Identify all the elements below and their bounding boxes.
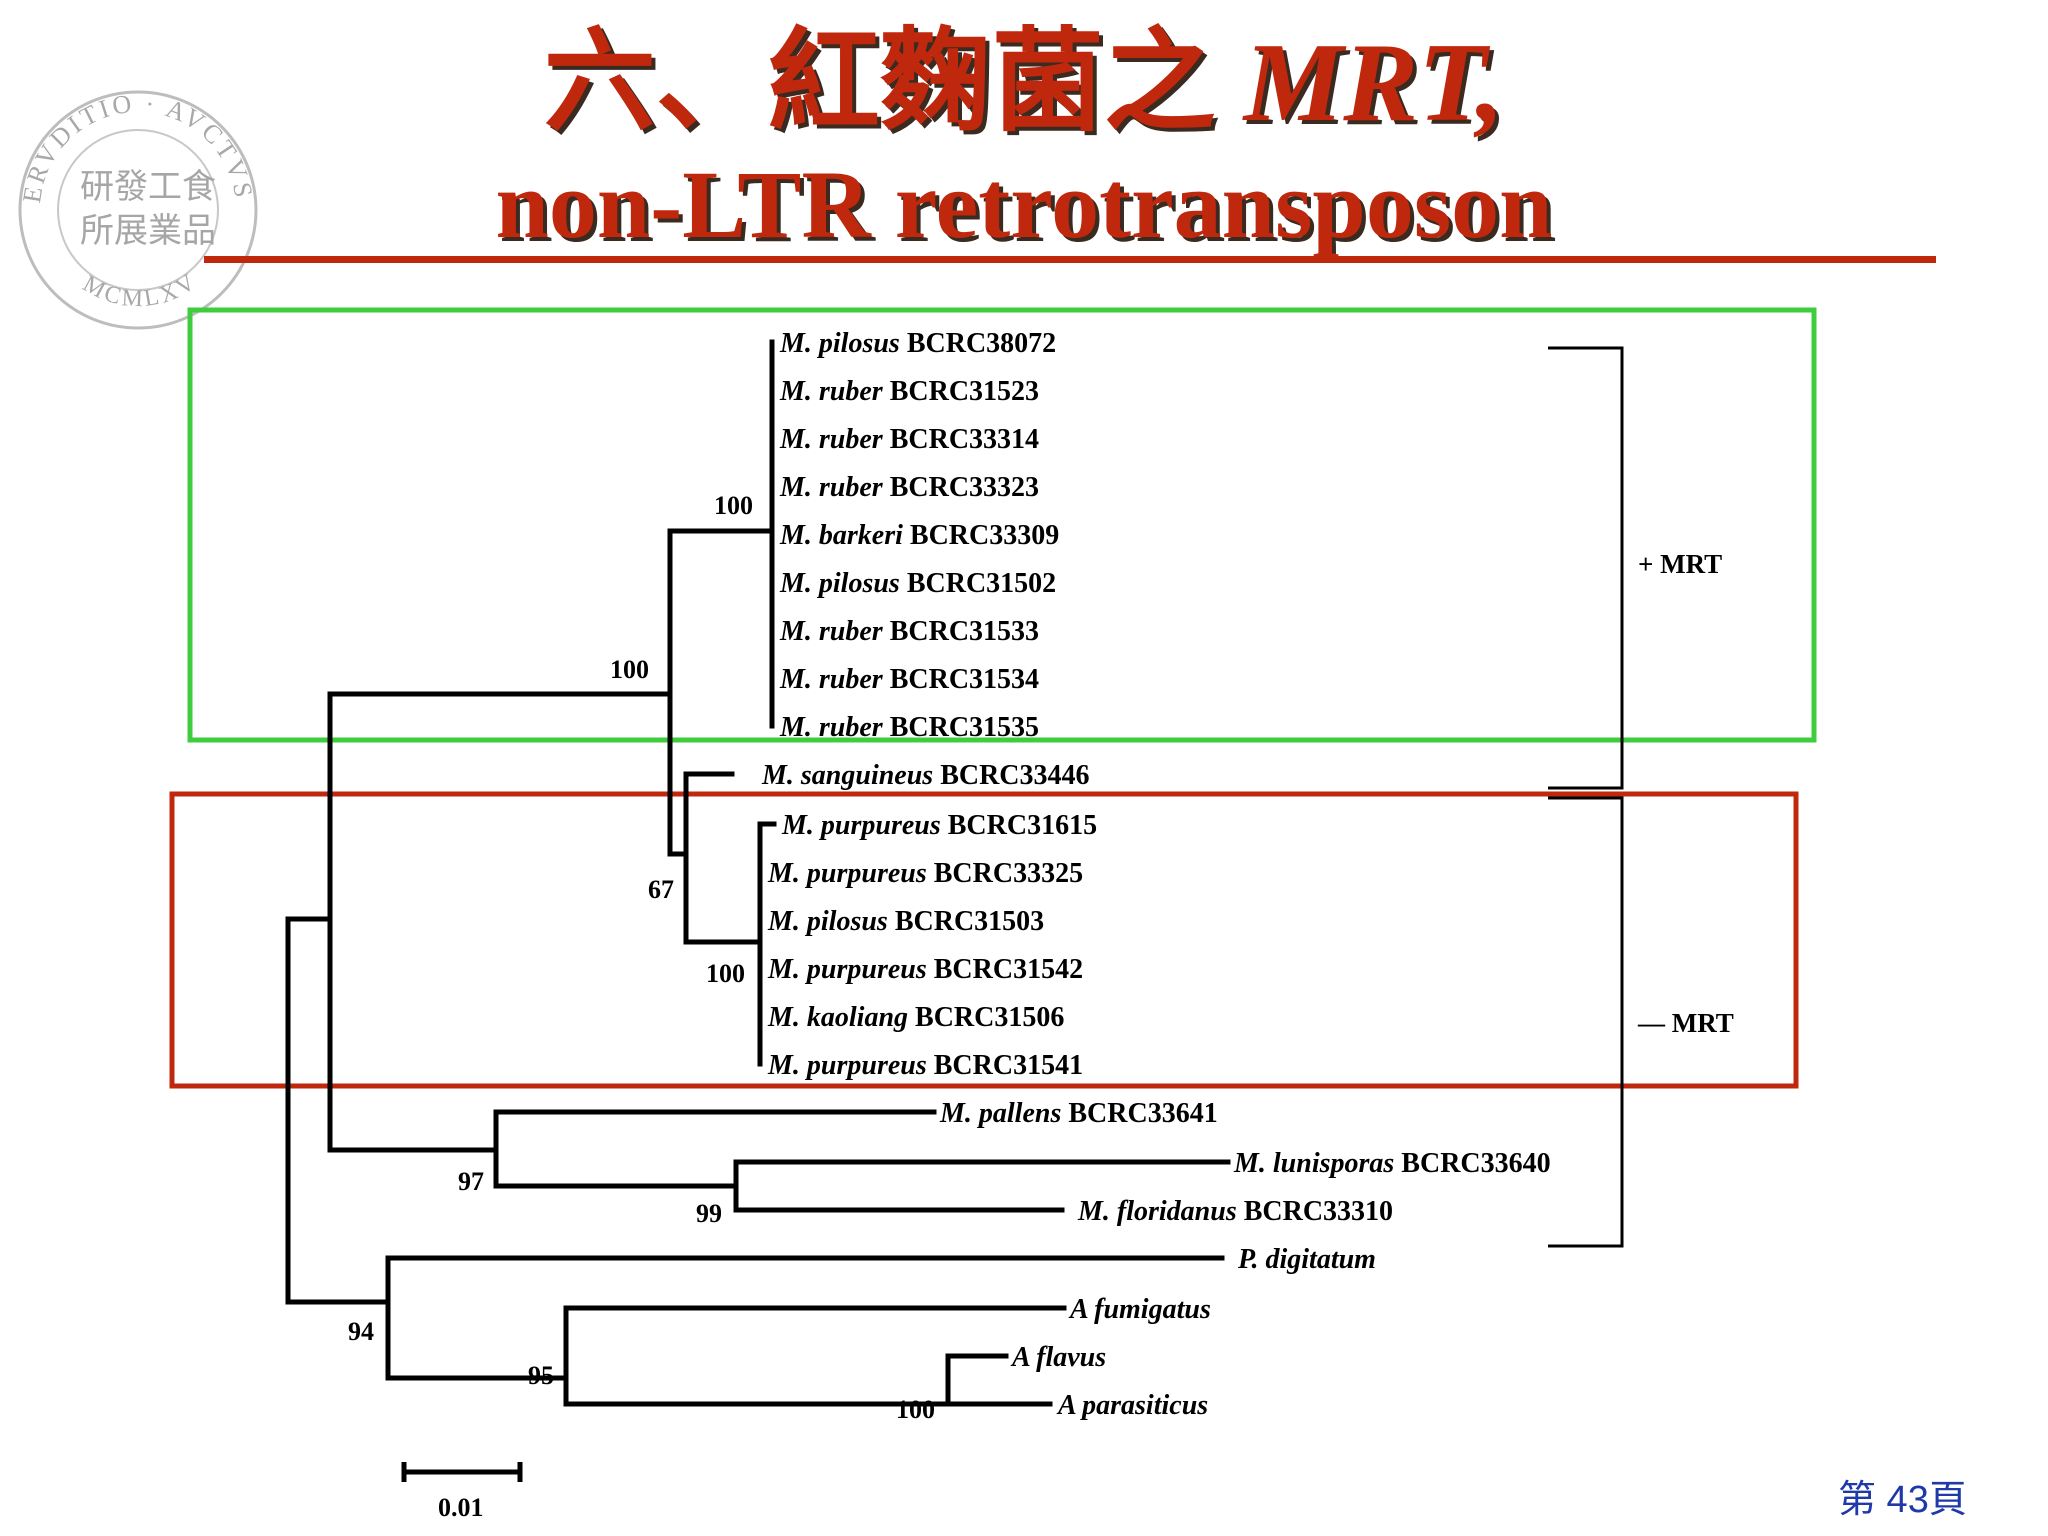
- bootstrap-value: 100: [896, 1395, 935, 1424]
- minus-mrt-highlight-box: [169, 791, 1799, 1089]
- taxon-label: A flavus: [1010, 1342, 1106, 1373]
- bootstrap-value: 99: [696, 1199, 722, 1228]
- seal-character: 業: [148, 211, 182, 251]
- taxon-label: M. floridanus BCRC33310: [1077, 1196, 1393, 1227]
- seal-character: 食: [182, 167, 216, 207]
- plus-mrt-highlight-box: [187, 307, 1817, 743]
- taxon-label: M. pilosus BCRC31503: [767, 906, 1044, 937]
- taxon-label: M. barkeri BCRC33309: [779, 520, 1059, 551]
- slide-title-line2: non-LTR retrotransposon: [495, 151, 1553, 258]
- seal-character: 所: [80, 211, 114, 251]
- taxon-label: M. pilosus BCRC31502: [779, 568, 1056, 599]
- seal-character: 工: [148, 167, 182, 207]
- seal-character: 品: [182, 211, 216, 251]
- taxon-label: M. ruber BCRC31523: [779, 376, 1039, 407]
- scale-bar-label: 0.01: [438, 1493, 484, 1522]
- seal-character: 研: [80, 167, 114, 207]
- taxon-label: M. sanguineus BCRC33446: [761, 760, 1090, 791]
- taxon-label: M. purpureus BCRC31541: [767, 1050, 1083, 1081]
- minus-mrt-label: — MRT: [1637, 1008, 1734, 1038]
- taxon-label: M. purpureus BCRC31615: [781, 810, 1097, 841]
- taxon-label: M. ruber BCRC31534: [779, 664, 1039, 695]
- plus-mrt-bracket: [1548, 346, 1624, 790]
- bootstrap-value: 100: [714, 491, 753, 520]
- title-prefix: 六、紅麴菌之: [543, 21, 1244, 145]
- minus-mrt-bracket: [1548, 796, 1624, 1248]
- taxon-label: M. pallens BCRC33641: [939, 1098, 1218, 1129]
- taxon-label: M. lunisporas BCRC33640: [1233, 1148, 1551, 1179]
- bootstrap-value: 94: [348, 1317, 374, 1346]
- taxon-label: M. ruber BCRC31535: [779, 712, 1039, 743]
- taxon-label: P. digitatum: [1237, 1244, 1376, 1275]
- taxon-label: M. kaoliang BCRC31506: [767, 1002, 1064, 1033]
- title-mrt: MRT,: [1243, 21, 1505, 145]
- title-underline: [204, 256, 1936, 263]
- taxon-label: M. ruber BCRC31533: [779, 616, 1039, 647]
- taxon-label: M. ruber BCRC33323: [779, 472, 1039, 503]
- taxon-label: M. purpureus BCRC33325: [767, 858, 1083, 889]
- taxon-label: M. ruber BCRC33314: [779, 424, 1039, 455]
- bootstrap-value: 67: [648, 875, 674, 904]
- taxon-label: A parasiticus: [1056, 1390, 1208, 1421]
- bootstrap-value: 95: [528, 1361, 554, 1390]
- bootstrap-value: 100: [706, 959, 745, 988]
- taxon-label: M. purpureus BCRC31542: [767, 954, 1083, 985]
- plus-mrt-label: + MRT: [1638, 549, 1722, 579]
- seal-character: 展: [114, 211, 148, 251]
- slide-title-line1: 六、紅麴菌之 MRT,: [0, 18, 2048, 148]
- bootstrap-value: 97: [458, 1167, 484, 1196]
- taxon-label: A fumigatus: [1068, 1294, 1211, 1325]
- taxon-label: M. pilosus BCRC38072: [779, 328, 1056, 359]
- page-number: 第 43頁: [1838, 1479, 1967, 1521]
- seal-character: 發: [114, 167, 148, 207]
- bootstrap-value: 100: [610, 655, 649, 684]
- institute-seal-logo: ERVDITIO · AVCTVS · INITIVM MCMLXV 研發工食所…: [14, 86, 258, 330]
